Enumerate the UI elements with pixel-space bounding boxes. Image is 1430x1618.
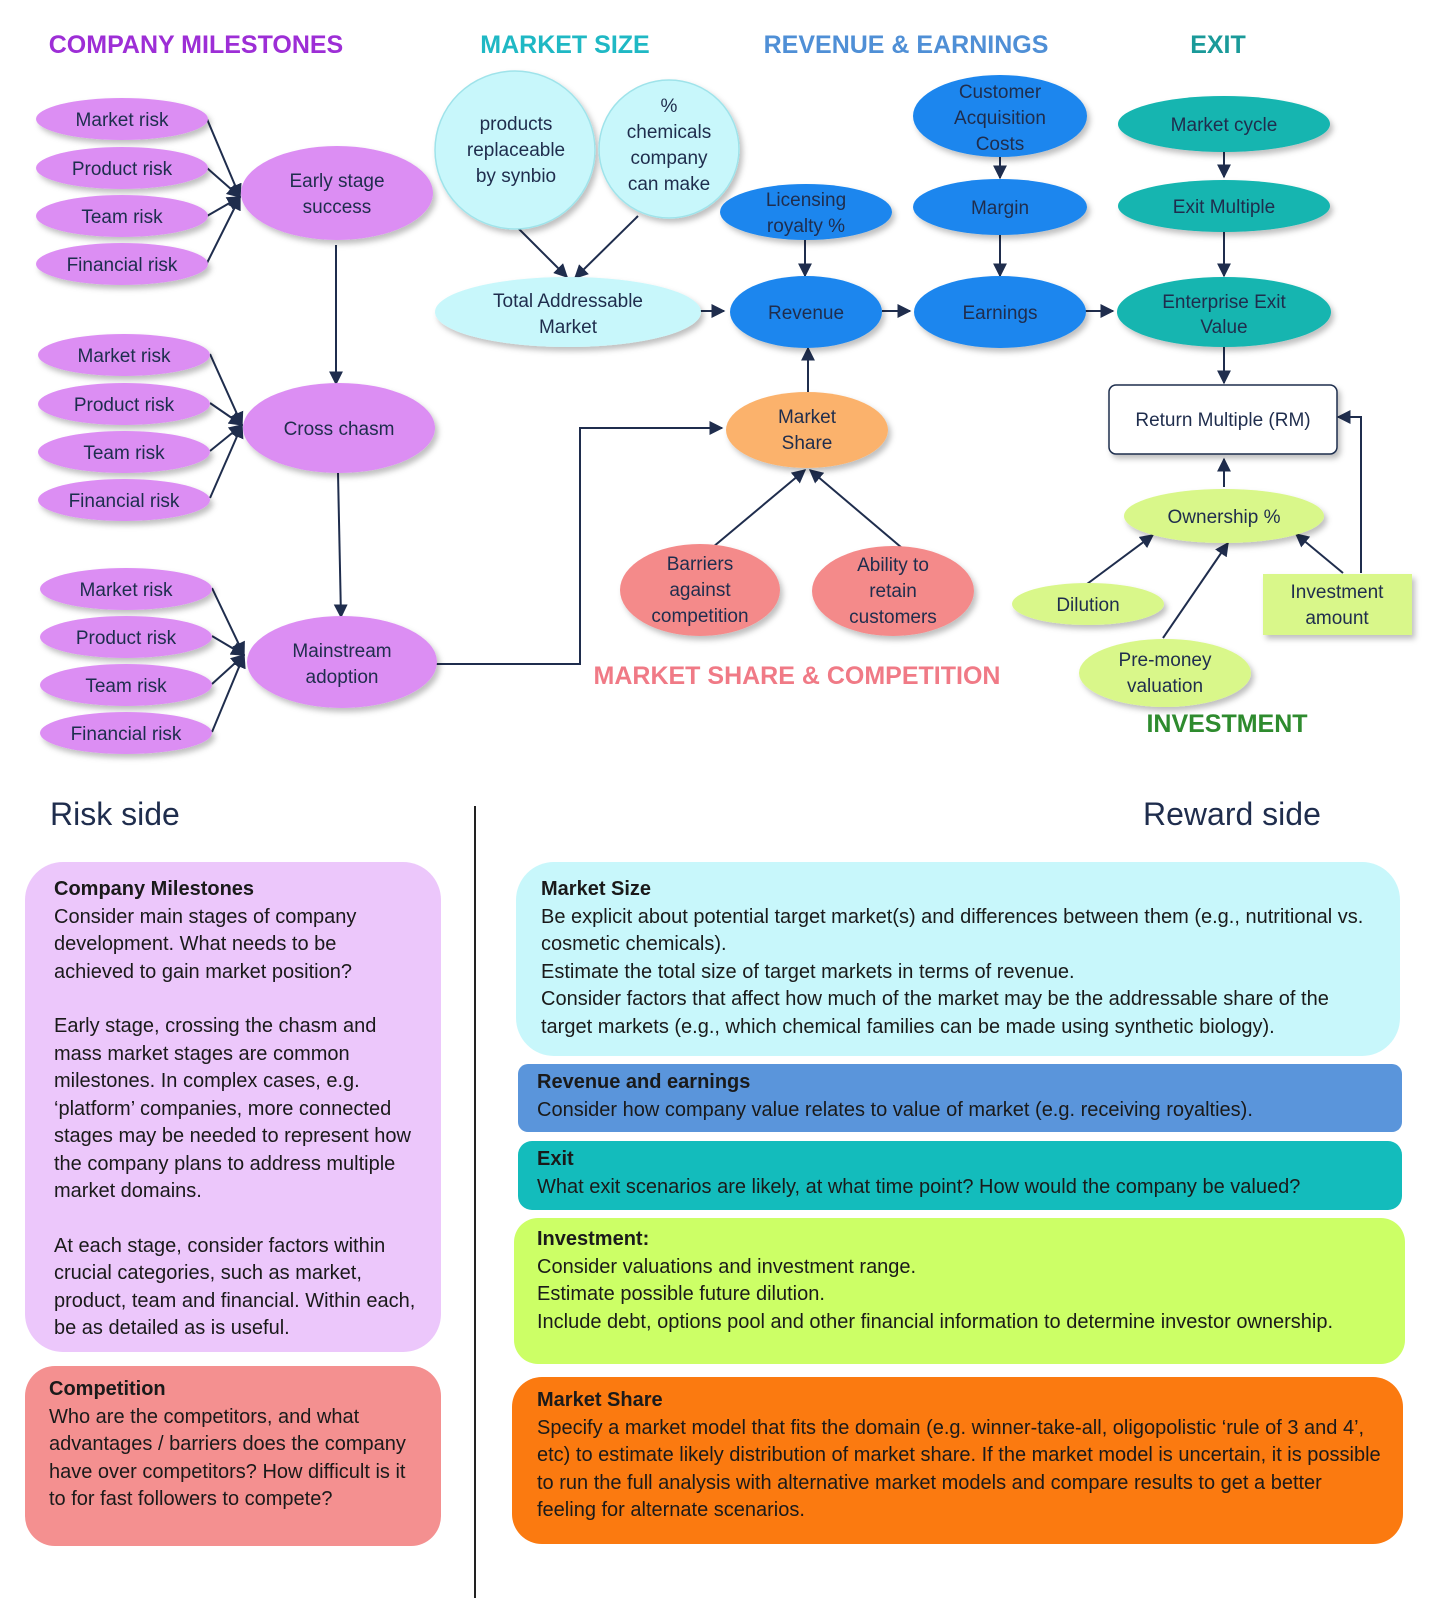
title-investment: INVESTMENT [1146, 710, 1307, 738]
node-revenue [730, 276, 882, 348]
node-ownership [1124, 489, 1324, 543]
risk-label: Financial risk [67, 255, 178, 276]
node-label-cross-chasm: Cross chasm [284, 419, 395, 440]
node-return-multiple [1108, 384, 1338, 455]
risk-label: Team risk [83, 443, 165, 464]
risk-ellipses: Market risk Product risk Team risk Finan… [36, 98, 212, 754]
box-text: Estimate possible future dilution. [537, 1283, 825, 1305]
box-market-size: Market Size Be explicit about potential … [516, 862, 1400, 1056]
box-text: Early stage, crossing the chasm and mass… [54, 1015, 411, 1202]
risk-label: Financial risk [69, 491, 180, 512]
box-text: Consider how company value relates to va… [537, 1098, 1253, 1121]
risk-label: Market risk [78, 346, 171, 367]
box-text: Who are the competitors, and what advant… [49, 1405, 406, 1511]
risk-group-mainstream: Market risk Product risk Team risk Finan… [40, 568, 212, 754]
node-investment-amount [1263, 574, 1412, 635]
node-market-share [726, 392, 888, 468]
node-exit-multiple [1118, 180, 1330, 232]
node-label-ownership: Ownership % [1168, 507, 1281, 528]
risk-label: Financial risk [71, 724, 182, 745]
box-title: Investment: [537, 1228, 650, 1250]
box-competition: Competition Who are the competitors, and… [25, 1366, 441, 1546]
node-pct-chemicals [598, 79, 740, 219]
side-divider [474, 806, 476, 1598]
box-title: Revenue and earnings [537, 1071, 751, 1093]
box-revenue-earnings: Revenue and earnings Consider how compan… [518, 1064, 1402, 1132]
node-margin [913, 179, 1087, 235]
node-label-dilution: Dilution [1056, 595, 1119, 616]
box-text: Consider main stages of company developm… [54, 905, 357, 983]
box-text: Be explicit about potential target marke… [541, 905, 1364, 956]
box-company-milestones: Company Milestones Consider main stages … [25, 862, 441, 1352]
node-licensing [720, 184, 892, 240]
node-early-stage [241, 146, 433, 240]
box-title: Market Size [541, 878, 652, 900]
risk-label: Product risk [74, 395, 175, 416]
title-market-size: MARKET SIZE [480, 31, 649, 59]
reward-side-title: Reward side [1143, 796, 1321, 832]
box-investment: Investment: Consider valuations and inve… [514, 1218, 1405, 1364]
box-text: Specify a market model that fits the dom… [537, 1416, 1381, 1522]
risk-label: Product risk [72, 159, 173, 180]
box-text: What exit scenarios are likely, at what … [537, 1175, 1301, 1198]
box-title: Company Milestones [54, 878, 255, 900]
node-pre-money [1079, 639, 1251, 707]
title-company-milestones: COMPANY MILESTONES [49, 31, 343, 59]
node-barriers [620, 544, 780, 636]
node-dilution [1012, 583, 1164, 625]
node-cac [913, 75, 1087, 157]
node-ability [812, 546, 974, 636]
box-text: At each stage, consider factors within c… [54, 1234, 416, 1340]
node-mainstream [247, 616, 437, 708]
node-tam [435, 277, 701, 347]
node-label-market-cycle: Market cycle [1171, 115, 1278, 136]
title-revenue-earnings: REVENUE & EARNINGS [764, 31, 1049, 59]
risk-group-chasm: Market risk Product risk Team risk Finan… [38, 334, 210, 521]
connectors [206, 118, 1362, 733]
risk-label: Product risk [76, 628, 177, 649]
box-market-share: Market Share Specify a market model that… [512, 1377, 1403, 1544]
title-market-share-competition: MARKET SHARE & COMPETITION [594, 662, 1001, 690]
node-label-margin: Margin [971, 198, 1029, 219]
node-products-replaceable [434, 70, 596, 230]
node-cross-chasm [243, 383, 435, 473]
node-label-exit-multiple: Exit Multiple [1173, 197, 1275, 218]
box-exit: Exit What exit scenarios are likely, at … [518, 1141, 1402, 1210]
box-text: Consider valuations and investment range… [537, 1255, 917, 1278]
box-text: Estimate the total size of target market… [541, 960, 1075, 983]
node-enterprise-exit [1117, 277, 1331, 347]
risk-side-title: Risk side [50, 796, 180, 832]
node-label-revenue: Revenue [768, 303, 844, 324]
risk-label: Market risk [76, 110, 169, 131]
box-text: Include debt, options pool and other fin… [537, 1310, 1334, 1333]
box-text: Consider factors that affect how much of… [541, 988, 1329, 1038]
node-earnings [914, 276, 1086, 348]
risk-label: Market risk [80, 580, 173, 601]
node-label-earnings: Earnings [963, 303, 1038, 324]
node-market-cycle [1118, 96, 1330, 152]
risk-label: Team risk [81, 207, 163, 228]
box-title: Market Share [537, 1389, 663, 1411]
box-title: Competition [49, 1378, 166, 1400]
box-title: Exit [537, 1148, 574, 1170]
risk-group-early: Market risk Product risk Team risk Finan… [36, 98, 208, 285]
flow-diagram: COMPANY MILESTONES MARKET SIZE REVENUE &… [36, 31, 1412, 754]
node-label-return-multiple: Return Multiple (RM) [1135, 410, 1310, 431]
risk-label: Team risk [85, 676, 167, 697]
title-exit: EXIT [1190, 31, 1246, 59]
